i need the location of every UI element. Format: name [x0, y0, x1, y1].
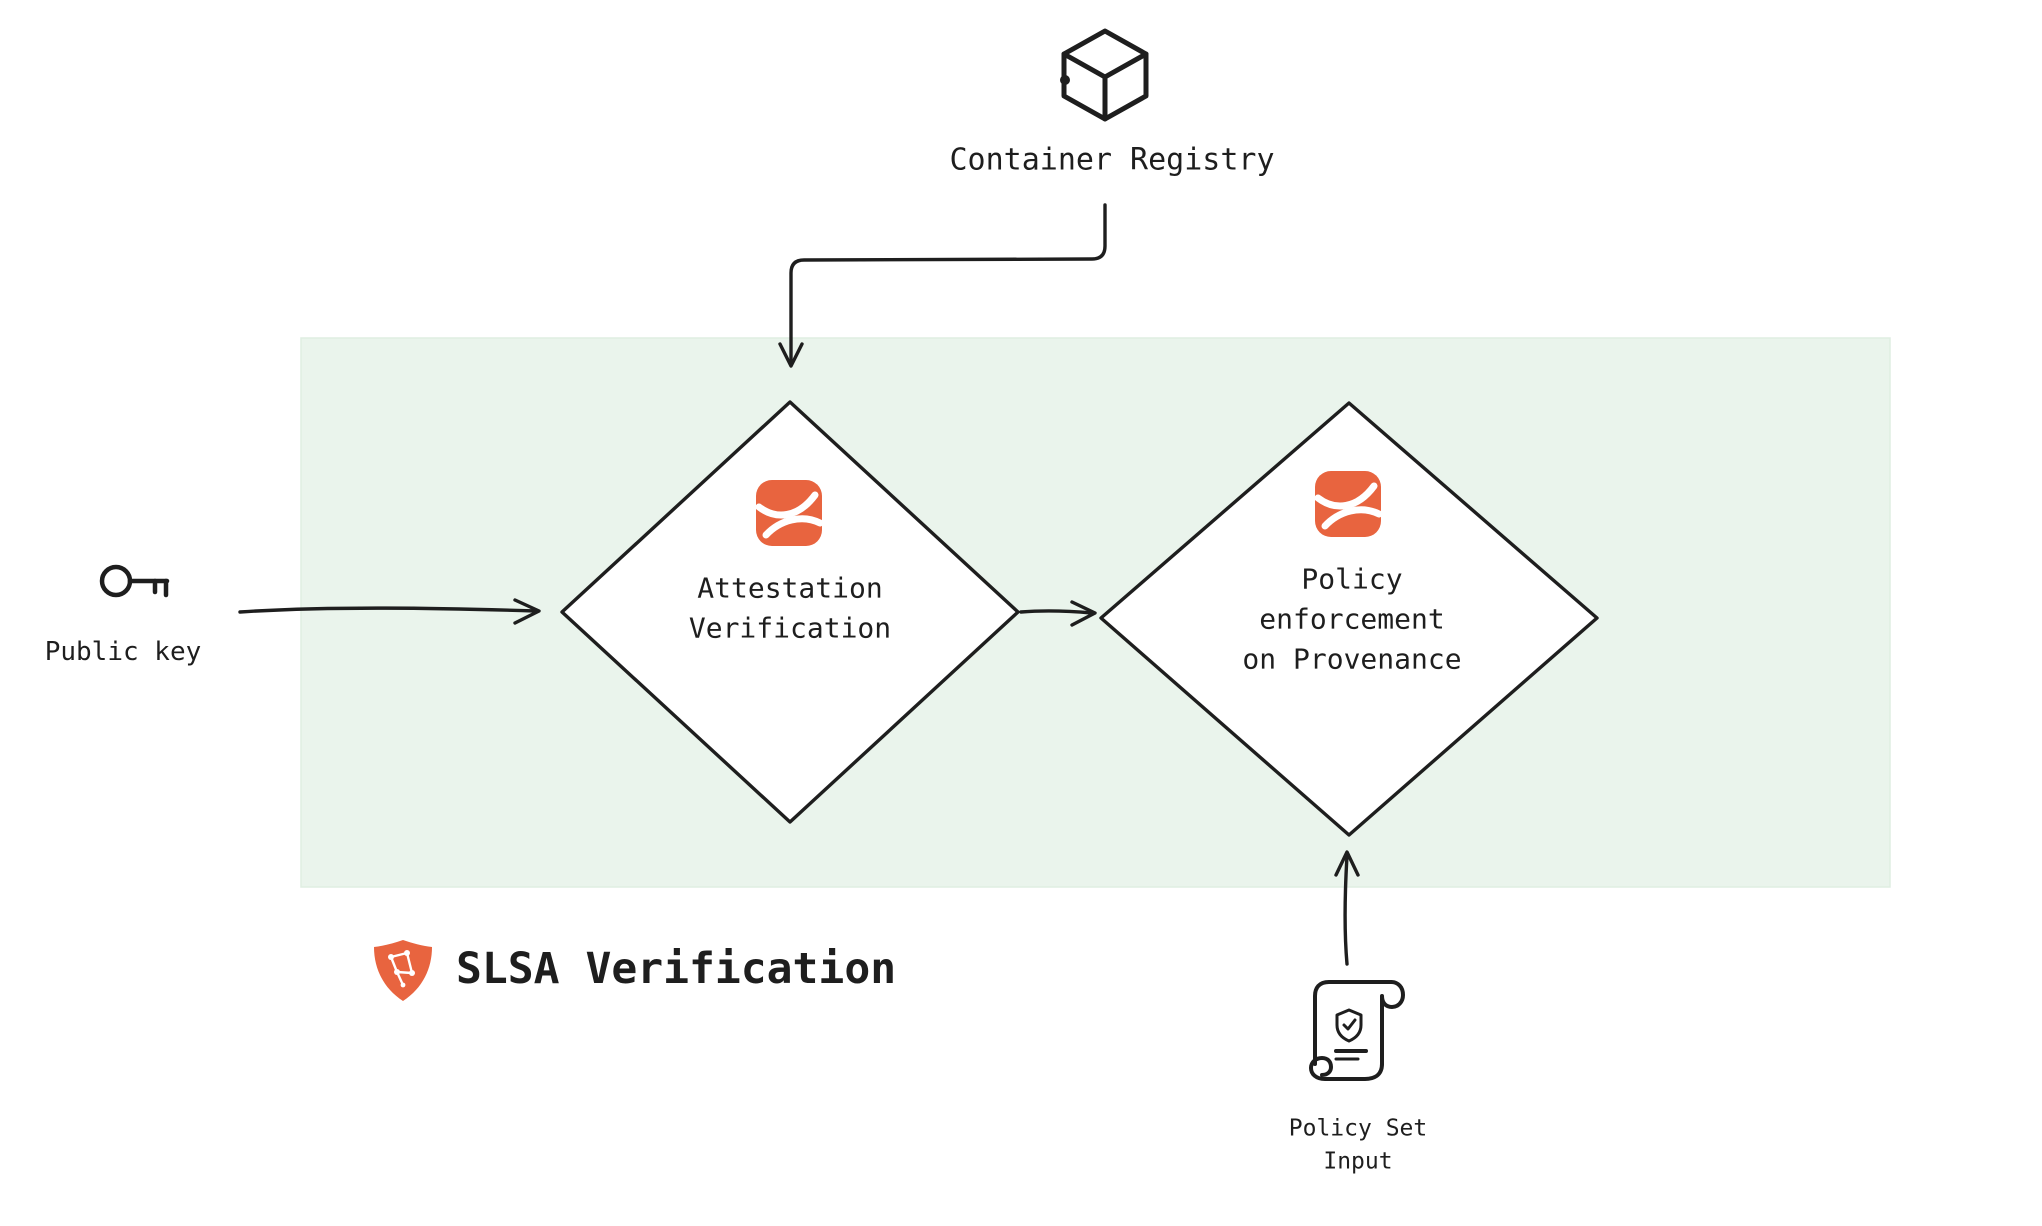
policy-set-input-label: Policy Set Input: [1288, 1115, 1428, 1175]
edge-policyset-to-policy: [1334, 850, 1360, 966]
slsa-shield-icon: [374, 940, 432, 1001]
edge-publickey-to-attestation: [238, 598, 541, 625]
public-key-icon: [99, 564, 170, 598]
policy-enforcement-node: [1099, 401, 1599, 837]
edge-registry-to-attestation: [778, 203, 1107, 368]
slsa-verification-title: SLSA Verification: [456, 944, 897, 994]
policy-set-scroll-icon: [1309, 980, 1405, 1081]
container-registry-cube-icon: [1060, 28, 1149, 122]
edge-attestation-to-policy: [1019, 600, 1097, 627]
container-registry-label: Container Registry: [949, 142, 1275, 178]
public-key-label: Public key: [44, 637, 202, 667]
policy-enforcement-icon: [1314, 471, 1383, 537]
attestation-verification-label: Attestation Verification: [688, 571, 892, 644]
slsa-shield-graph: [388, 950, 415, 988]
policy-enforcement-label: Policy enforcement on Provenance: [1242, 562, 1462, 675]
attestation-verification-node: [560, 400, 1020, 824]
attestation-verification-icon: [755, 480, 824, 546]
